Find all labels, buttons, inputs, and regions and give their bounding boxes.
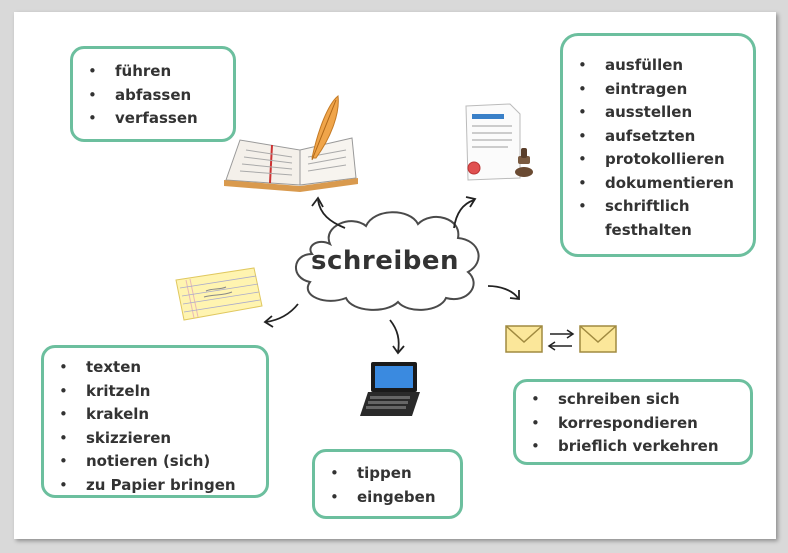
list-item: eintragen xyxy=(563,78,753,102)
list-item: krakeln xyxy=(44,403,266,427)
list-item: schriftlich xyxy=(563,195,753,219)
list-item: korrespondieren xyxy=(516,412,750,436)
arrow-to-left xyxy=(265,303,299,323)
notepad-icon xyxy=(175,267,263,321)
list-item: notieren (sich) xyxy=(44,450,266,474)
laptop-icon xyxy=(360,362,420,416)
list-item: dokumentieren xyxy=(563,172,753,196)
arrow-to-bottom xyxy=(389,319,400,353)
box-top-right: ausfüllen eintragen ausstellen aufsetzte… xyxy=(560,33,756,257)
arrow-to-top-right xyxy=(453,199,475,229)
list-item: texten xyxy=(44,356,266,380)
envelope-exchange-icon xyxy=(505,325,617,353)
arrow-to-top-left xyxy=(317,199,346,229)
list-item: protokollieren xyxy=(563,148,753,172)
list-bottom-middle: tippen eingeben xyxy=(315,462,460,509)
list-item: ausstellen xyxy=(563,101,753,125)
list-top-right: ausfüllen eintragen ausstellen aufsetzte… xyxy=(563,54,753,242)
box-bottom-left: texten kritzeln krakeln skizzieren notie… xyxy=(41,345,269,498)
list-item: brieflich verkehren xyxy=(516,435,750,459)
box-bottom-middle: tippen eingeben xyxy=(312,449,463,519)
list-item: abfassen xyxy=(73,84,233,108)
book-quill-icon xyxy=(224,95,358,192)
document-stamp-icon xyxy=(465,103,533,181)
list-item: aufsetzten xyxy=(563,125,753,149)
list-bottom-right: schreiben sich korrespondieren brieflich… xyxy=(516,388,750,459)
arrow-to-right xyxy=(487,285,519,299)
list-item: zu Papier bringen xyxy=(44,474,266,498)
list-item: tippen xyxy=(315,462,460,486)
list-bottom-left: texten kritzeln krakeln skizzieren notie… xyxy=(44,356,266,497)
list-item: kritzeln xyxy=(44,380,266,404)
list-item: eingeben xyxy=(315,486,460,510)
list-item: schreiben sich xyxy=(516,388,750,412)
list-item: verfassen xyxy=(73,107,233,131)
list-top-left: führen abfassen verfassen xyxy=(73,60,233,131)
box-top-left: führen abfassen verfassen xyxy=(70,46,236,142)
list-item: führen xyxy=(73,60,233,84)
list-item: ausfüllen xyxy=(563,54,753,78)
center-label: schreiben xyxy=(310,246,460,276)
connector-arrows xyxy=(263,196,520,355)
cloud-shape xyxy=(295,211,480,311)
list-item list-item-continuation: festhalten xyxy=(605,220,692,239)
box-bottom-right: schreiben sich korrespondieren brieflich… xyxy=(513,379,753,465)
list-item: skizzieren xyxy=(44,427,266,451)
